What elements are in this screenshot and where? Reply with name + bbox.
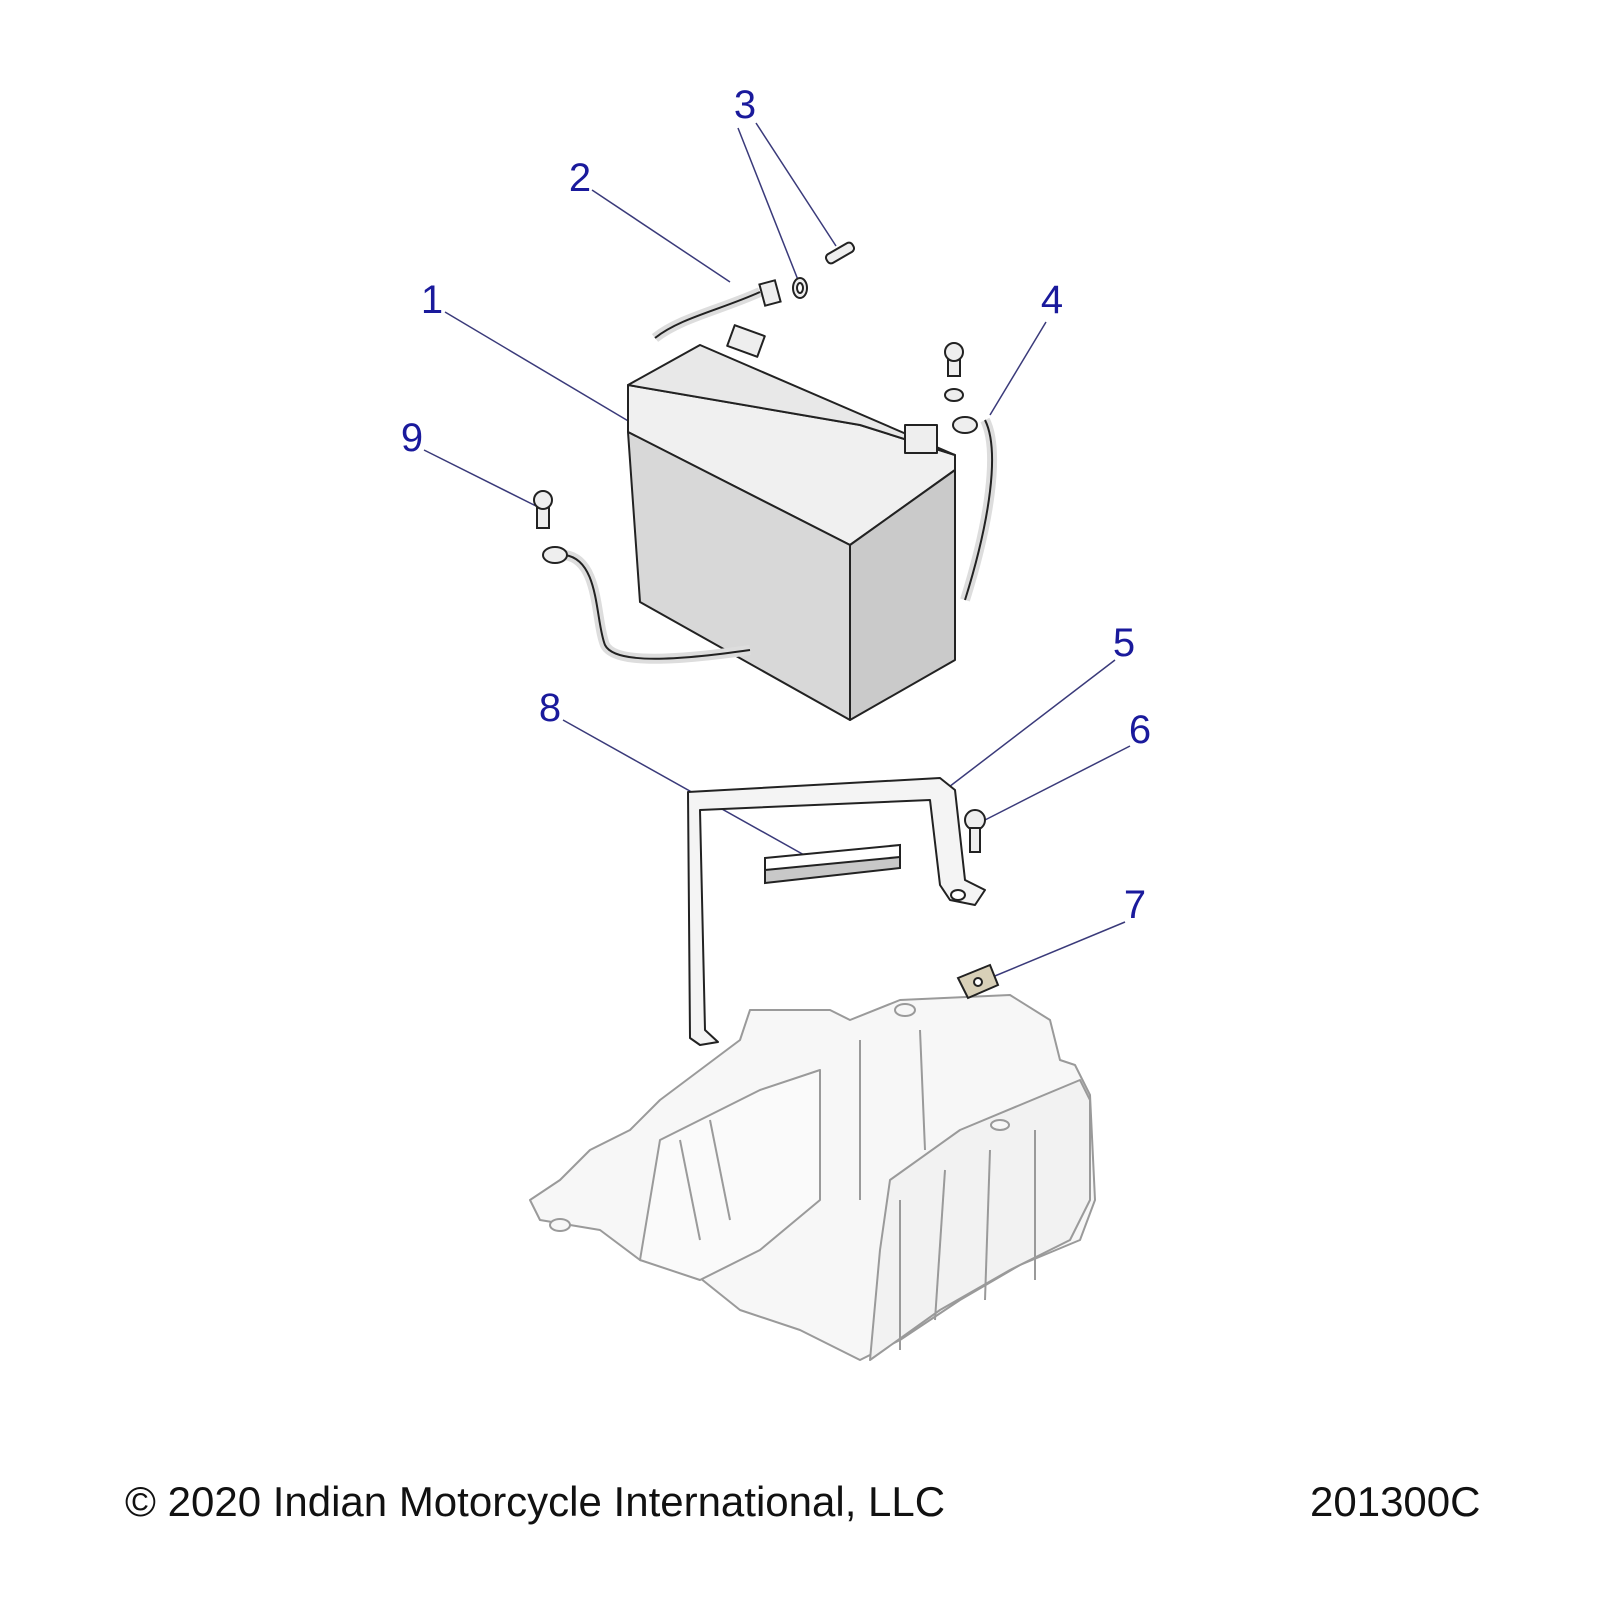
callout-7-speed-nut-clip[interactable]: 7 — [1123, 883, 1147, 927]
callout-5-hold-down-strap[interactable]: 5 — [1112, 621, 1136, 665]
callout-3-washer-and-bolt[interactable]: 3 — [733, 83, 757, 127]
diagram-code: 201300C — [1310, 1478, 1481, 1525]
callout-9-terminal-bolt[interactable]: 9 — [400, 416, 424, 460]
callout-4-negative-cable[interactable]: 4 — [1040, 278, 1064, 322]
negative-cable — [944, 342, 997, 602]
copyright-text: © 2020 Indian Motorcycle International, … — [125, 1478, 946, 1525]
lower-cable — [533, 490, 751, 664]
battery — [627, 324, 956, 721]
washer-and-bolt — [792, 241, 856, 299]
positive-cable — [651, 279, 782, 342]
callout-1-battery[interactable]: 1 — [420, 278, 444, 322]
callout-2-positive-cable[interactable]: 2 — [568, 156, 592, 200]
strap-screw — [964, 809, 986, 853]
foam-pad — [764, 843, 901, 885]
speed-nut-clip — [956, 963, 1000, 1000]
hold-down-strap — [687, 777, 986, 1046]
battery-tray — [529, 994, 1096, 1361]
callout-8-foam-pad[interactable]: 8 — [538, 686, 562, 730]
callout-6-strap-screw[interactable]: 6 — [1128, 708, 1152, 752]
